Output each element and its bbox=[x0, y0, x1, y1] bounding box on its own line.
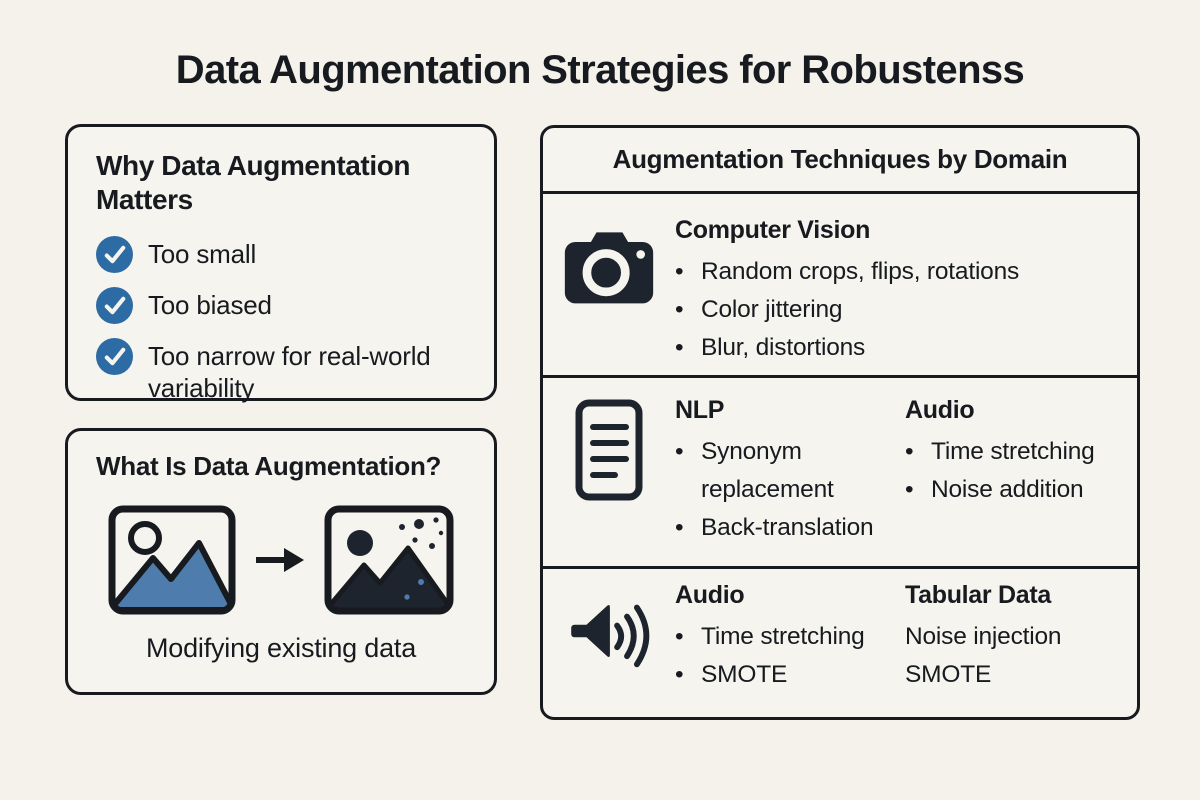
check-icon bbox=[96, 338, 133, 376]
column-heading: Tabular Data bbox=[905, 581, 1051, 609]
technique-item-label: Color jittering bbox=[701, 295, 843, 323]
why-box: Why Data Augmentation Matters Too small … bbox=[65, 124, 497, 403]
checklist-item: Too biased bbox=[96, 286, 466, 325]
technique-item-label: Time stretching bbox=[701, 623, 865, 650]
augmented-image-icon bbox=[324, 505, 454, 615]
column-heading: NLP bbox=[675, 396, 725, 424]
column-heading: Computer Vision bbox=[675, 216, 871, 244]
technique-item-label: Back-translation bbox=[701, 513, 874, 541]
checklist-item-label: Too biased bbox=[148, 290, 272, 321]
technique-item: • Noise addition bbox=[905, 471, 1137, 509]
technique-item: Noise injection bbox=[905, 618, 1137, 656]
technique-item: SMOTE bbox=[905, 656, 1137, 694]
techniques-panel-title: Augmentation Techniques by Domain bbox=[543, 128, 1137, 194]
technique-item: • Synonym replacement bbox=[675, 433, 905, 509]
checklist-item: Too narrow for real-world variability bbox=[96, 337, 466, 403]
check-icon bbox=[96, 236, 133, 274]
why-box-title: Why Data Augmentation Matters bbox=[96, 150, 411, 216]
bullet-marker: • bbox=[675, 258, 684, 285]
technique-item-label: Noise addition bbox=[931, 475, 1084, 503]
why-checklist: Too small Too biased Too narrow for real… bbox=[96, 235, 466, 403]
column-tabular-data: Tabular Data Noise injection SMOTE bbox=[905, 581, 1137, 717]
column-heading: Audio bbox=[675, 581, 745, 609]
right-arrow-icon bbox=[254, 545, 306, 575]
column-audio: Audio • Time stretching • Noise addition bbox=[905, 396, 1137, 566]
bullet-marker: • bbox=[675, 438, 684, 465]
check-icon bbox=[96, 287, 133, 325]
camera-icon bbox=[543, 216, 675, 375]
technique-item: • Color jittering bbox=[675, 291, 1137, 329]
bullet-marker: • bbox=[675, 513, 684, 541]
technique-item: • Time stretching bbox=[905, 433, 1137, 471]
bullet-marker: • bbox=[905, 475, 914, 503]
technique-item-label: Blur, distortions bbox=[701, 333, 866, 361]
technique-item-label: Noise injection bbox=[905, 623, 1062, 650]
column-audio: Audio • Time stretching • SMOTE bbox=[675, 581, 905, 717]
technique-row-audio-tabular: Audio • Time stretching • SMOTE Tabular … bbox=[543, 569, 1137, 717]
what-box: What Is Data Augmentation? bbox=[65, 428, 497, 695]
column-nlp: NLP • Synonym replacement • Back-transla… bbox=[675, 396, 905, 566]
bullet-marker: • bbox=[675, 295, 684, 323]
techniques-panel: Augmentation Techniques by Domain Comput… bbox=[540, 125, 1140, 720]
augmentation-figure bbox=[96, 505, 466, 615]
what-box-caption: Modifying existing data bbox=[145, 632, 417, 663]
technique-item-label: Random crops, flips, rotations bbox=[701, 258, 1020, 285]
page-title: Data Augmentation Strategies for Robuste… bbox=[175, 48, 1025, 92]
bullet-marker: • bbox=[905, 438, 914, 465]
bullet-marker: • bbox=[675, 660, 684, 688]
checklist-item-label: Too narrow for real-world variability bbox=[148, 341, 431, 403]
original-image-icon bbox=[108, 505, 236, 615]
technique-item: • Blur, distortions bbox=[675, 329, 1137, 367]
technique-item-label: SMOTE bbox=[701, 660, 788, 688]
column-heading: Audio bbox=[905, 396, 975, 424]
what-box-title: What Is Data Augmentation? bbox=[96, 451, 442, 481]
bullet-marker: • bbox=[675, 623, 684, 650]
document-icon bbox=[543, 396, 675, 566]
checklist-item-label: Too small bbox=[148, 239, 257, 270]
technique-item: • Random crops, flips, rotations bbox=[675, 253, 1137, 291]
column-computer-vision: Computer Vision • Random crops, flips, r… bbox=[675, 216, 1137, 375]
technique-item-label: Time stretching bbox=[931, 438, 1095, 465]
technique-row-nlp-audio: NLP • Synonym replacement • Back-transla… bbox=[543, 378, 1137, 569]
speaker-icon bbox=[543, 581, 675, 717]
technique-item-label: SMOTE bbox=[905, 660, 992, 688]
technique-item: • SMOTE bbox=[675, 656, 905, 694]
bullet-marker: • bbox=[675, 333, 684, 361]
technique-item: • Back-translation bbox=[675, 509, 905, 547]
checklist-item: Too small bbox=[96, 235, 466, 274]
technique-item-label: Synonym replacement bbox=[701, 438, 834, 503]
technique-item: • Time stretching bbox=[675, 618, 905, 656]
technique-row-computer-vision: Computer Vision • Random crops, flips, r… bbox=[543, 194, 1137, 378]
